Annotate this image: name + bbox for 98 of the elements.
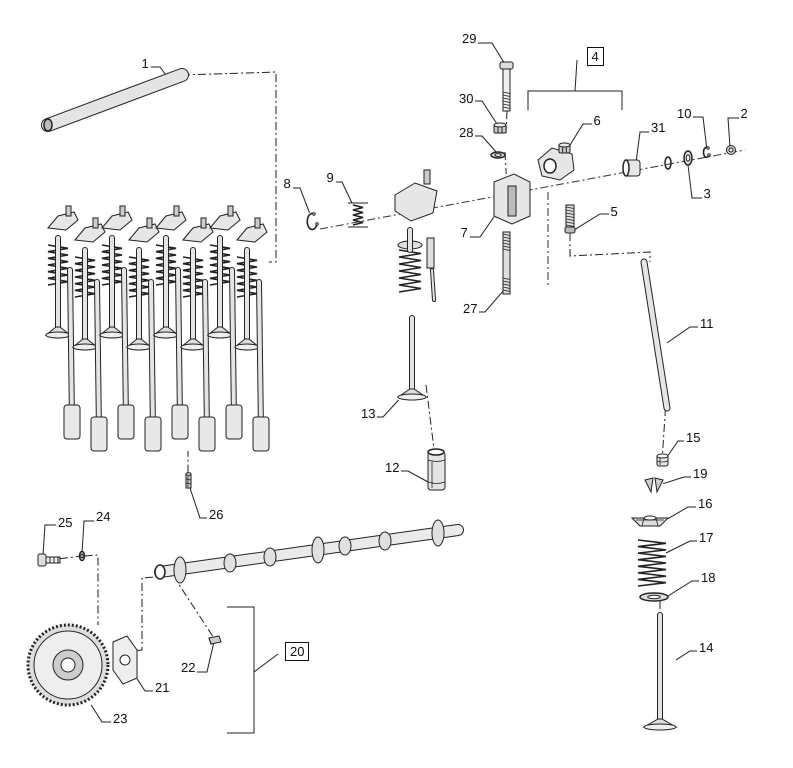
snap-ring-drawing	[306, 212, 319, 230]
callout-number: 4	[586, 46, 604, 66]
leader-line	[570, 124, 592, 146]
screw-drawing	[38, 554, 60, 566]
leader-line	[478, 42, 504, 62]
leader-line	[82, 520, 94, 552]
leader-line	[150, 66, 166, 76]
leader-line	[676, 650, 698, 660]
leader-line	[478, 290, 504, 312]
valve-train-assembly-drawing	[44, 206, 270, 452]
assembly-line	[506, 110, 508, 134]
leader-line	[666, 326, 698, 344]
key-drawing	[208, 635, 222, 645]
callout-number: 2	[740, 106, 749, 120]
callout-number: 29	[461, 30, 478, 46]
leader-line	[636, 132, 650, 160]
callout-number: 5	[610, 204, 619, 218]
leader-line	[474, 100, 497, 124]
spring-retainer-drawing	[630, 516, 670, 526]
leader-line	[662, 476, 692, 484]
leader-line	[400, 470, 428, 482]
callout-number: 26	[208, 506, 224, 522]
rocker-support-drawing	[494, 173, 530, 225]
callout-number: 28	[458, 124, 474, 140]
leader-line	[692, 116, 708, 148]
leader-line	[336, 182, 352, 204]
assembly-line	[570, 232, 650, 262]
callout-number: 16	[697, 496, 714, 510]
callout-number: 30	[458, 90, 474, 106]
cap-nut-drawing	[726, 145, 736, 155]
leader-line	[376, 400, 400, 418]
washer-drawing	[490, 151, 506, 159]
washer-drawing	[683, 150, 693, 166]
valve-collets-drawing	[644, 477, 664, 494]
bolt-drawing	[500, 62, 514, 112]
callout-number: 14	[698, 640, 714, 654]
callout-number: 27	[462, 300, 478, 316]
callout-number: 9	[326, 170, 335, 184]
rocker-shaft-drawing	[41, 68, 189, 132]
valve-spring-drawing	[637, 539, 667, 587]
callout-number: 1	[140, 56, 150, 70]
callout-number: 11	[699, 316, 714, 330]
leader-line	[668, 440, 684, 456]
callout-number: 24	[95, 508, 112, 524]
callout-number: 15	[685, 430, 702, 444]
valve-drawing	[396, 315, 428, 400]
leader-line	[474, 136, 497, 152]
leader-line	[574, 214, 610, 230]
leader-line	[668, 506, 696, 520]
leader-line	[196, 644, 214, 672]
valve-drawing	[642, 612, 678, 730]
leader-line	[42, 524, 56, 554]
leader-line	[190, 488, 208, 518]
callout-number: 19	[692, 466, 708, 480]
camshaft-drawing	[154, 520, 464, 584]
pin-drawing	[186, 472, 192, 488]
spacer-drawing	[622, 159, 640, 177]
leader-line	[136, 678, 154, 692]
callout-number: 3	[702, 186, 712, 200]
washer-drawing	[78, 550, 86, 562]
leader-line	[668, 580, 700, 596]
assembly-line	[504, 152, 507, 174]
adjusting-screw-drawing	[564, 204, 576, 234]
callout-number: 31	[650, 120, 666, 134]
gear-drawing	[26, 624, 110, 706]
valve-cap-drawing	[656, 454, 668, 466]
snap-ring-drawing	[702, 146, 711, 158]
leader-line	[470, 216, 494, 238]
assembly-line	[84, 554, 98, 626]
leader-line	[727, 118, 740, 146]
callout-number: 20	[285, 642, 310, 660]
callout-number: 12	[384, 460, 400, 474]
leader-line	[688, 164, 702, 198]
callout-number: 17	[698, 530, 714, 544]
callout-number: 7	[460, 224, 469, 240]
nut-drawing	[494, 122, 506, 134]
pushrod-drawing	[640, 258, 670, 412]
callout-number: 21	[154, 680, 170, 694]
callout-number: 22	[180, 660, 196, 674]
callout-number: 8	[282, 176, 292, 190]
stud-drawing	[502, 232, 510, 294]
nut-drawing	[558, 142, 570, 154]
callout-number: 10	[676, 106, 692, 120]
callout-number: 13	[360, 406, 376, 420]
leader-line	[90, 704, 112, 722]
leader-line	[292, 188, 310, 214]
thrust-plate-drawing	[112, 635, 138, 685]
callout-number: 18	[700, 570, 716, 584]
assembly-line	[178, 582, 214, 636]
assembly-line	[136, 576, 156, 651]
spring-drawing	[348, 202, 368, 228]
callout-number: 23	[112, 710, 128, 726]
valve-guide-drawing	[427, 448, 446, 490]
callout-number: 6	[592, 112, 602, 128]
callout-number: 25	[57, 514, 74, 530]
spring-seat-drawing	[639, 592, 669, 602]
leader-line	[666, 540, 698, 554]
assembly-line	[60, 556, 80, 560]
